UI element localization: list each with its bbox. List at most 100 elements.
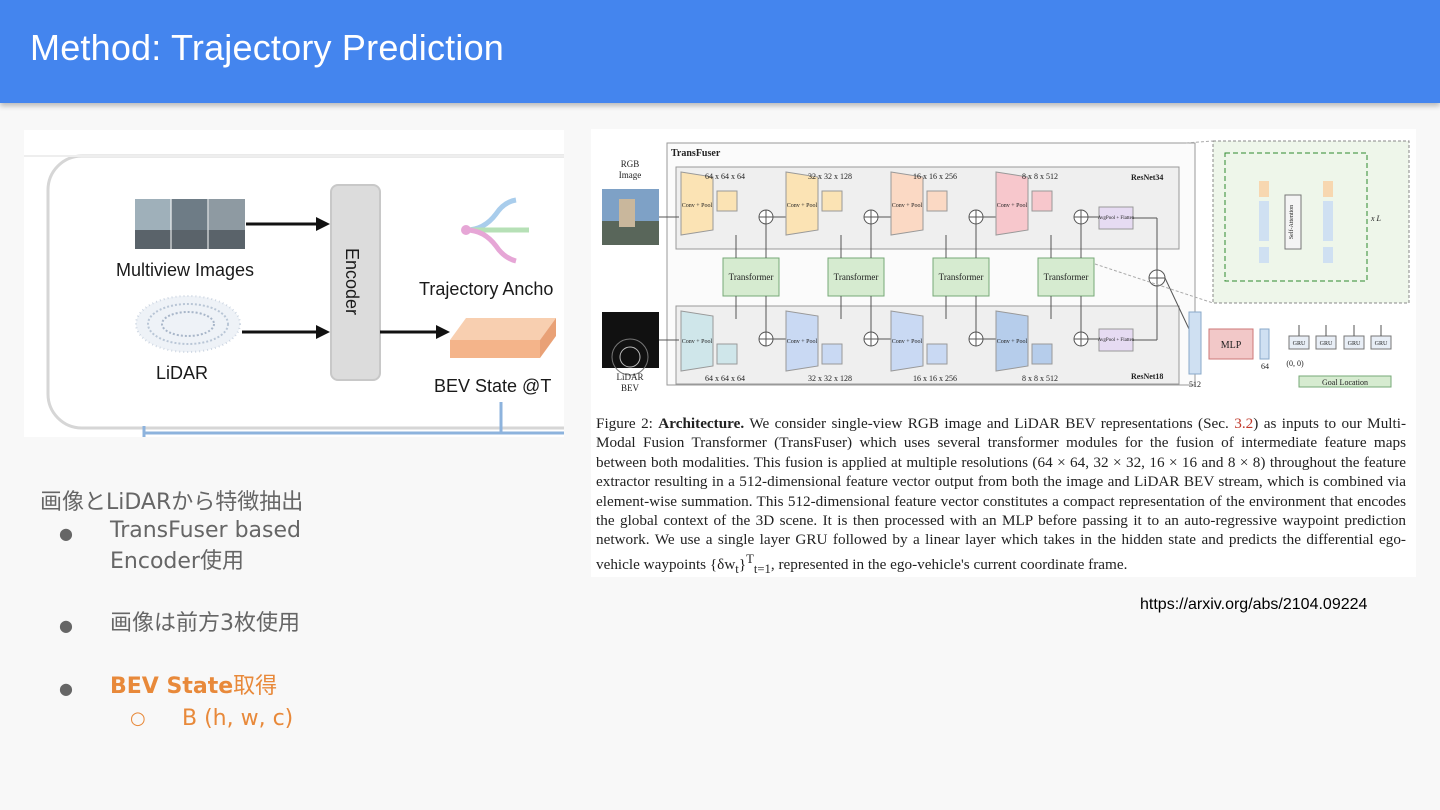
conv-block-rgb: [680, 171, 714, 236]
sub-bullet-ring: ○: [130, 708, 146, 729]
caption-section-ref[interactable]: 3.2: [1234, 415, 1254, 432]
dim-label-lidar: 32 x 32 x 128: [808, 374, 852, 383]
dim-label-rgb: 16 x 16 x 256: [913, 172, 957, 181]
feature-cube-rgb: [821, 190, 843, 212]
feature-cube-rgb: [926, 190, 948, 212]
conv-label-rgb: Conv + Pool: [787, 203, 818, 209]
bev-state-bold: BEV State: [110, 674, 234, 699]
caption-sub2: t=1: [753, 561, 771, 576]
feature-cube-rgb: [716, 190, 738, 212]
conv-block-rgb: [785, 171, 819, 236]
multiview-images-thumbnail: [135, 199, 245, 249]
caption-part1: We consider single-view RGB image and Li…: [744, 415, 1235, 432]
gru-label: GRU: [1375, 341, 1388, 347]
caption-sub: t: [735, 561, 739, 576]
bullet-dot-2: ●: [59, 616, 73, 635]
dim-label-rgb: 32 x 32 x 128: [808, 172, 852, 181]
conv-block-lidar: [680, 310, 714, 372]
bullet-dot-1: ●: [59, 524, 73, 543]
dim-label-rgb: 64 x 64 x 64: [705, 172, 745, 181]
avgpool-label-rgb: AvgPool + Flatten: [1098, 216, 1135, 221]
encoder-label: Encoder: [342, 248, 362, 315]
resnet34-label: ResNet34: [1131, 173, 1163, 182]
dim-label-lidar: 16 x 16 x 256: [913, 374, 957, 383]
avgpool-label-lidar: AvgPool + Flatten: [1098, 338, 1135, 343]
trajectory-anchors-icon: [461, 197, 529, 264]
gru-label: GRU: [1293, 341, 1306, 347]
caption-bold: Architecture.: [658, 415, 745, 432]
conv-block-rgb: [890, 171, 924, 236]
conv-block-lidar: [995, 310, 1029, 372]
caption-prefix: Figure 2:: [596, 415, 659, 432]
transformer-label: Transformer: [729, 272, 774, 282]
trajectory-anchors-label: Trajectory Ancho: [419, 279, 553, 299]
bullet-item-front-images: 画像は前方3枚使用: [110, 611, 300, 636]
conv-block-lidar: [890, 310, 924, 372]
conv-label-rgb: Conv + Pool: [997, 203, 1028, 209]
transformer-label: Transformer: [1044, 272, 1089, 282]
bullet-dot-3: ●: [59, 679, 73, 698]
dim-label-lidar: 8 x 8 x 512: [1022, 374, 1058, 383]
conv-block-lidar: [785, 310, 819, 372]
encoder-block: [330, 184, 381, 381]
dim-512-label: 512: [1189, 380, 1201, 389]
source-link[interactable]: https://arxiv.org/abs/2104.09224: [1140, 596, 1368, 613]
lidar-label: LiDAR: [156, 363, 208, 383]
transformer-block: [722, 257, 780, 297]
bullet-item-transfuser: TransFuser based Encoder使用: [110, 515, 301, 577]
lidar-points-thumbnail: [135, 295, 241, 353]
encoder-diagram: Multiview Images LiDAR Encoder Trajector…: [24, 130, 564, 437]
transformer-label: Transformer: [834, 272, 879, 282]
feature-cube-rgb: [1031, 190, 1053, 212]
dim-64-label: 64: [1261, 362, 1269, 371]
bullet-item-bev-state: BEV State取得: [110, 671, 277, 702]
bev-state-rest: 取得: [233, 674, 278, 699]
encoder-diagram-svg: Multiview Images LiDAR Encoder Trajector…: [24, 154, 564, 437]
multiview-images-label: Multiview Images: [116, 260, 254, 280]
conv-label-lidar: Conv + Pool: [787, 339, 818, 345]
caption-part2: ) as inputs to our Multi-Modal Fusion Tr…: [596, 415, 1406, 573]
feature-cube-lidar: [1031, 343, 1053, 365]
caption-part4: , represented in the ego-vehicle's curre…: [770, 555, 1128, 573]
slide-title: Method: Trajectory Prediction: [30, 27, 505, 68]
sub-bullet-item-shape: B (h, w, c): [182, 706, 294, 731]
bev-state-block: [450, 318, 556, 358]
transformer-block: [1037, 257, 1095, 297]
feature-cube-lidar: [926, 343, 948, 365]
bullet-item-transfuser-line2: Encoder使用: [110, 549, 244, 574]
mlp-label: MLP: [1221, 340, 1242, 351]
conv-label-lidar: Conv + Pool: [997, 339, 1028, 345]
transformer-block: [932, 257, 990, 297]
resnet18-label: ResNet18: [1131, 372, 1163, 381]
figure-caption: Figure 2: Architecture. We consider sing…: [596, 414, 1406, 577]
transformer-block: [827, 257, 885, 297]
conv-label-rgb: Conv + Pool: [892, 203, 923, 209]
caption-part3: }: [738, 555, 747, 573]
feature-cube-lidar: [716, 343, 738, 365]
slide-header: Method: Trajectory Prediction: [0, 0, 1440, 103]
conv-label-lidar: Conv + Pool: [892, 339, 923, 345]
self-attention-label: Self-Attention: [1288, 205, 1295, 239]
transformer-label: Transformer: [939, 272, 984, 282]
xl-label: x L: [1370, 214, 1382, 223]
feature-cube-lidar: [821, 343, 843, 365]
caption-sup: T: [746, 551, 754, 566]
bullet-heading: 画像とLiDARから特徴抽出: [40, 490, 304, 515]
dim-label-rgb: 8 x 8 x 512: [1022, 172, 1058, 181]
transfuser-title: TransFuser: [671, 148, 721, 159]
conv-label-rgb: Conv + Pool: [682, 203, 713, 209]
lidar-bev-thumbnail: [602, 312, 659, 368]
bev-state-label: BEV State @T: [434, 376, 551, 396]
conv-block-rgb: [995, 171, 1029, 236]
start-label: (0, 0): [1286, 359, 1304, 368]
gru-label: GRU: [1320, 341, 1333, 347]
dim-label-lidar: 64 x 64 x 64: [705, 374, 745, 383]
goal-location-label: Goal Location: [1322, 378, 1368, 387]
bullet-item-transfuser-line1: TransFuser based: [110, 518, 301, 543]
gru-label: GRU: [1348, 341, 1361, 347]
conv-label-lidar: Conv + Pool: [682, 339, 713, 345]
